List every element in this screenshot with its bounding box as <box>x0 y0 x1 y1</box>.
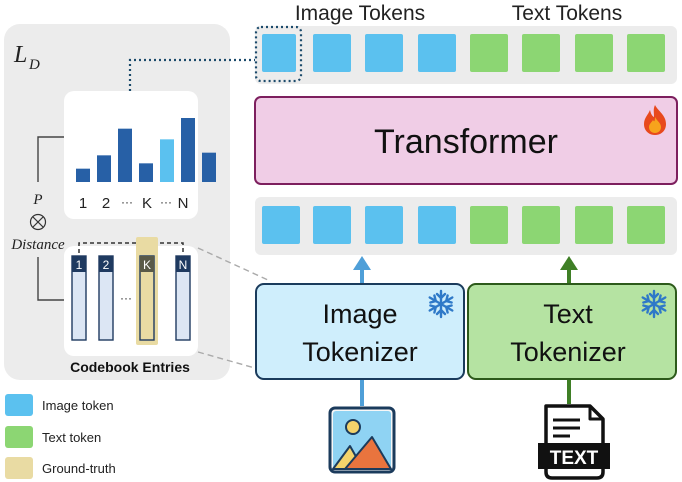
top-text-token-4 <box>627 34 665 72</box>
snowflake-icon <box>428 289 454 319</box>
text-up-arrow-head <box>560 256 578 270</box>
legend-label-text-token: Text token <box>42 430 101 445</box>
text-tokenizer-label-1: Text <box>543 299 593 329</box>
mid-text-token-1 <box>470 206 508 244</box>
histogram-bar <box>139 163 153 182</box>
histogram-bars <box>76 118 216 182</box>
mid-image-token-4 <box>418 206 456 244</box>
image-tokens-label: Image Tokens <box>295 2 425 25</box>
hist-tick-2: 2 <box>102 195 110 212</box>
mid-image-token-2 <box>313 206 351 244</box>
dotted-connector <box>128 58 258 91</box>
hist-tick-dots-2: ··· <box>160 195 172 209</box>
p-label: P <box>32 192 42 208</box>
text-tokenizer-label-2: Tokenizer <box>510 337 626 367</box>
text-tokens-label: Text Tokens <box>512 2 623 25</box>
image-tokenizer-block <box>255 283 465 380</box>
otimes-icon <box>29 213 47 231</box>
fire-icon <box>644 105 666 135</box>
legend-swatch-image-token <box>5 394 33 416</box>
hist-tick-1: 1 <box>79 195 87 212</box>
selected-token-frame <box>254 25 303 83</box>
hist-tick-k: K <box>142 195 152 212</box>
mid-tokens <box>262 206 665 244</box>
top-image-token-3 <box>365 34 403 72</box>
top-tokens <box>262 34 665 72</box>
histogram-bar <box>181 118 195 182</box>
top-image-token-2 <box>313 34 351 72</box>
mid-text-token-4 <box>627 206 665 244</box>
histogram-bar <box>160 139 174 182</box>
histogram-bar <box>97 155 111 182</box>
text-tokenizer-block <box>467 283 677 380</box>
mid-image-token-3 <box>365 206 403 244</box>
loss-subscript: D <box>28 57 40 73</box>
codebook-card <box>64 246 198 356</box>
transformer-label: Transformer <box>374 123 558 161</box>
mid-text-token-2 <box>522 206 560 244</box>
mid-image-token-1 <box>262 206 300 244</box>
top-text-token-2 <box>522 34 560 72</box>
legend-swatch-text-token <box>5 426 33 448</box>
legend-swatch-ground-truth <box>5 457 33 479</box>
codebook-dashed-frame <box>78 242 184 253</box>
codebook-entry-n-label: N <box>179 258 188 272</box>
top-text-token-1 <box>470 34 508 72</box>
top-image-token-1 <box>262 34 296 72</box>
image-tokenizer-label-2: Tokenizer <box>302 337 418 367</box>
loss-label: L <box>13 42 27 68</box>
histogram-bar <box>202 152 216 182</box>
histogram-bar <box>76 168 90 182</box>
mid-text-token-3 <box>575 206 613 244</box>
codebook-dots: ··· <box>120 291 132 305</box>
hist-tick-n: N <box>178 195 189 212</box>
top-token-strip <box>255 26 677 84</box>
mid-token-strip <box>255 197 677 255</box>
legend: Image token Text token Ground-truth <box>5 394 116 479</box>
codebook-link-bottom <box>197 351 263 371</box>
distance-label: Distance <box>10 237 65 253</box>
image-icon <box>328 406 396 474</box>
codebook-entries: 1 2 ··· K N <box>71 237 191 345</box>
text-document-icon: TEXT <box>538 404 610 480</box>
codebook-entry-k-label: K <box>143 258 151 272</box>
codebook-entry-1-label: 1 <box>76 258 83 272</box>
codebook-entry-2-label: 2 <box>103 258 110 272</box>
image-up-arrow-head <box>353 256 371 270</box>
top-image-token-4 <box>418 34 456 72</box>
legend-label-ground-truth: Ground-truth <box>42 461 116 476</box>
histogram-bar <box>118 128 132 182</box>
snowflake-icon <box>641 289 667 319</box>
bracket-lines <box>37 136 64 301</box>
text-document-label: TEXT <box>550 448 599 469</box>
hist-tick-dots-1: ··· <box>121 195 133 209</box>
transformer-block <box>254 96 678 185</box>
top-text-token-3 <box>575 34 613 72</box>
legend-label-image-token: Image token <box>42 398 114 413</box>
histogram-ticks: 1 2 ··· K ··· N <box>79 195 189 212</box>
codebook-link-top <box>197 247 269 281</box>
codebook-title: Codebook Entries <box>70 359 190 375</box>
image-tokenizer-label-1: Image <box>322 299 397 329</box>
